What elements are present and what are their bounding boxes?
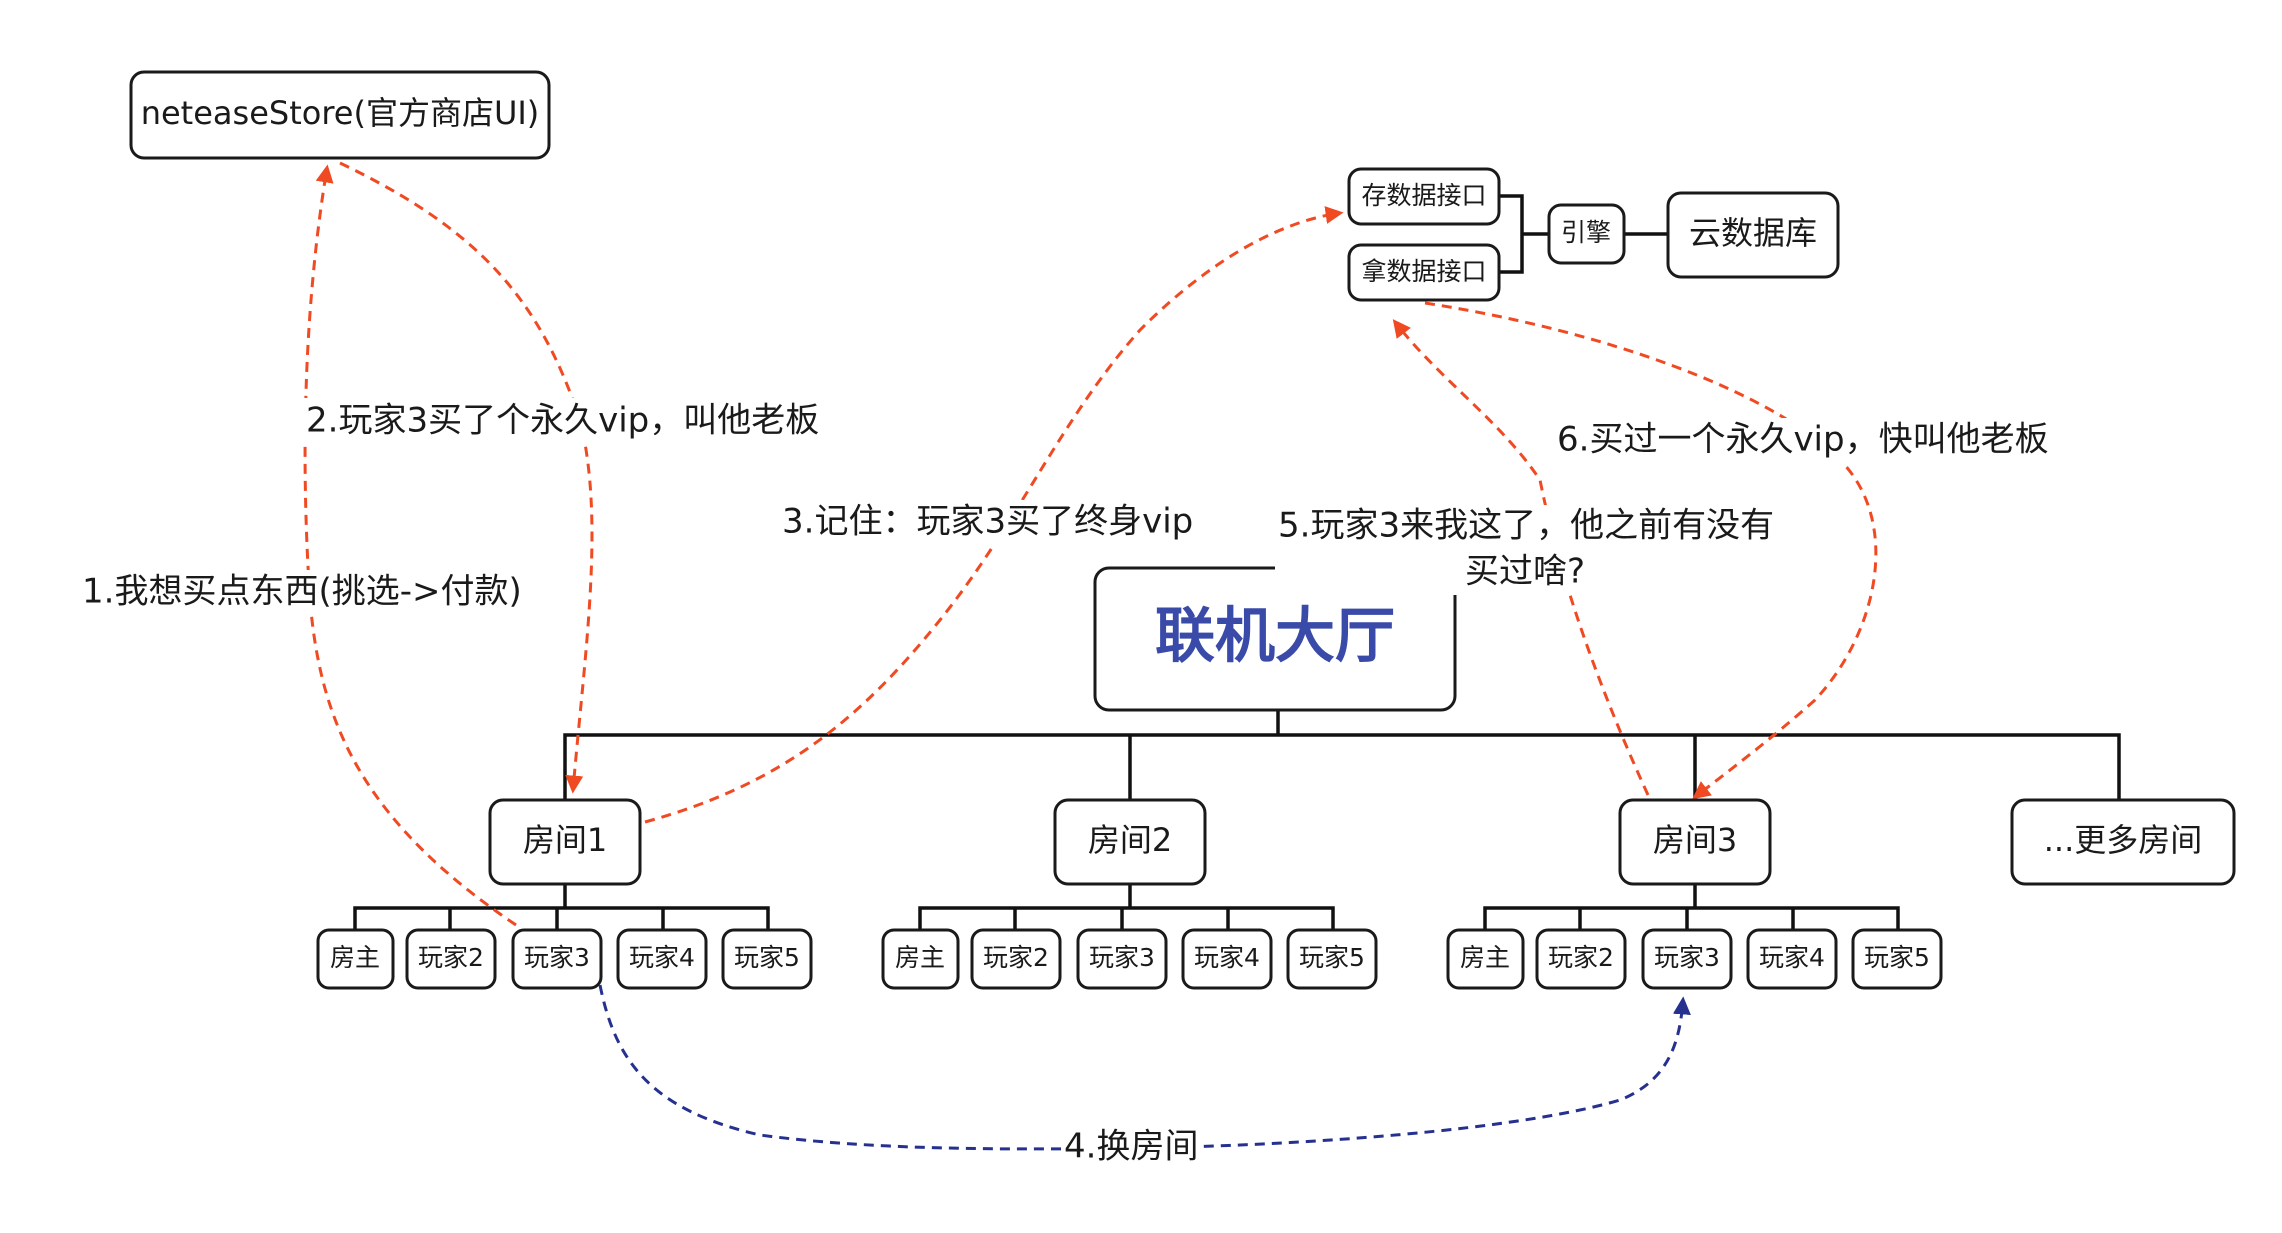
member-label: 房主	[1460, 943, 1510, 972]
member-node: 玩家4	[1746, 928, 1838, 990]
room2-members-connector	[918, 884, 1335, 930]
cloud-db-label: 云数据库	[1689, 214, 1817, 252]
member-label: 玩家2	[983, 943, 1049, 972]
step4-label: 4.换房间	[1064, 1127, 1198, 1167]
member-node: 玩家2	[405, 928, 497, 990]
more-rooms-node: ...更多房间	[2010, 798, 2236, 886]
member-label: 玩家2	[1548, 943, 1614, 972]
save-api-node: 存数据接口	[1347, 167, 1501, 226]
step5-label-line2: 买过啥?	[1465, 552, 1585, 592]
step3-label: 3.记住：玩家3买了终身vip	[782, 502, 1193, 542]
flow-arrow-step4	[598, 984, 1691, 1151]
room1-members-connector	[353, 884, 770, 930]
tree-connectors	[353, 194, 2121, 930]
member-label: 玩家3	[1089, 943, 1155, 972]
member-label: 玩家4	[629, 943, 695, 972]
member-label: 玩家3	[524, 943, 590, 972]
member-node: 玩家3	[1076, 928, 1168, 990]
api-bracket-connector	[1500, 194, 1548, 274]
member-node: 房主	[881, 928, 960, 990]
member-node: 玩家3	[1641, 928, 1733, 990]
flow-arrow-step3	[644, 206, 1344, 824]
member-node: 房主	[1446, 928, 1525, 990]
engine-label: 引擎	[1561, 218, 1611, 247]
flow-arrows	[303, 161, 1878, 1151]
member-label: 玩家5	[1864, 943, 1930, 972]
room-label: 房间1	[523, 821, 607, 859]
load-api-label: 拿数据接口	[1361, 257, 1486, 286]
member-label: 玩家3	[1654, 943, 1720, 972]
member-label: 房主	[895, 943, 945, 972]
step2-label: 2.玩家3买了个永久vip，叫他老板	[306, 401, 819, 441]
member-node: 房主	[316, 928, 395, 990]
step1-label: 1.我想买点东西(挑选->付款)	[82, 572, 522, 612]
lobby-to-rooms-connector	[563, 710, 2121, 800]
engine-node: 引擎	[1547, 203, 1626, 265]
flow-arrow-step1	[303, 164, 517, 927]
member-node: 玩家3	[511, 928, 603, 990]
room-node-1: 房间1	[488, 798, 642, 886]
flow-arrow-step6	[1424, 301, 1878, 800]
member-label: 玩家4	[1759, 943, 1825, 972]
store-node: neteaseStore(官方商店UI)	[129, 70, 551, 160]
member-label: 玩家5	[734, 943, 800, 972]
room-label: 房间2	[1088, 821, 1172, 859]
flow-arrow-step2	[339, 161, 594, 794]
more-rooms-label: ...更多房间	[2044, 821, 2203, 859]
member-node: 玩家5	[721, 928, 813, 990]
member-node: 玩家5	[1851, 928, 1943, 990]
member-node: 玩家4	[1181, 928, 1273, 990]
room-node-3: 房间3	[1618, 798, 1772, 886]
member-label: 玩家4	[1194, 943, 1260, 972]
member-label: 玩家2	[418, 943, 484, 972]
member-label: 房主	[330, 943, 380, 972]
step6-label: 6.买过一个永久vip，快叫他老板	[1557, 420, 2049, 460]
room3-members-connector	[1483, 884, 1900, 930]
member-label: 玩家5	[1299, 943, 1365, 972]
member-node: 玩家5	[1286, 928, 1378, 990]
load-api-node: 拿数据接口	[1347, 243, 1501, 302]
cloud-db-node: 云数据库	[1666, 191, 1840, 279]
flow-labels: 2.玩家3买了个永久vip，叫他老板 1.我想买点东西(挑选->付款) 3.记住…	[80, 398, 2090, 1171]
store-label: neteaseStore(官方商店UI)	[141, 94, 540, 132]
room-node-2: 房间2	[1053, 798, 1207, 886]
lobby-title-node: 联机大厅	[1093, 566, 1457, 712]
save-api-label: 存数据接口	[1361, 181, 1486, 210]
member-node: 玩家2	[1535, 928, 1627, 990]
member-node: 玩家2	[970, 928, 1062, 990]
room-label: 房间3	[1653, 821, 1737, 859]
member-node: 玩家4	[616, 928, 708, 990]
lobby-title: 联机大厅	[1155, 602, 1395, 672]
step5-label-line1: 5.玩家3来我这了，他之前有没有	[1278, 506, 1774, 546]
